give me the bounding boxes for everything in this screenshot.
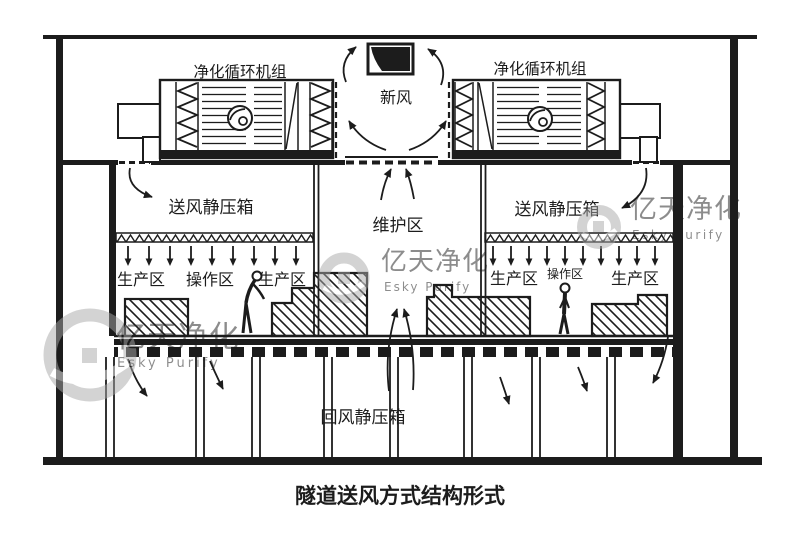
left-duct-step — [142, 136, 161, 163]
ground-line — [43, 457, 762, 465]
machine-4 — [590, 293, 669, 338]
room-wall-right — [673, 162, 683, 458]
right-ahu-unit: 净化循环机组 — [451, 60, 661, 163]
supply-arrow — [621, 167, 648, 209]
zone-production-left-1: 生产区 — [117, 270, 165, 289]
left-ahu-label: 净化循环机组 — [193, 63, 286, 81]
zone-production-right-2: 生产区 — [611, 269, 659, 288]
return-plenum-label: 回风静压箱 — [321, 408, 406, 428]
watermark-logo-icon — [577, 205, 621, 249]
watermark-left: 亿天净化 Esky Purify — [43, 308, 240, 402]
floor-columns — [105, 357, 616, 457]
roof-line — [43, 35, 757, 39]
right-duct-box — [619, 103, 661, 139]
fresh-air-intake — [366, 42, 415, 76]
fresh-air-label: 新风 — [380, 88, 412, 107]
filter-zigzag — [585, 82, 607, 148]
supply-plenum-left-label: 送风静压箱 — [169, 198, 254, 218]
worker-figure-standing — [558, 282, 571, 335]
maintenance-area-label: 维护区 — [373, 216, 424, 236]
watermark-cn-text: 亿天净化 — [116, 320, 240, 355]
watermark-center: 亿天净化 Esky Purify — [318, 247, 489, 304]
raised-floor — [114, 334, 673, 357]
fan-icon — [227, 105, 253, 131]
fan-icon — [527, 106, 553, 132]
machine-1 — [123, 297, 190, 338]
perforated-floor-grille — [114, 347, 673, 357]
zone-production-right-1: 生产区 — [490, 269, 538, 288]
zone-operation-left: 操作区 — [186, 270, 234, 289]
watermark-right: 亿天净化 Esky Purify — [577, 194, 742, 249]
supply-plenum-right-label: 送风静压箱 — [515, 200, 600, 220]
filter-zigzag — [175, 82, 200, 148]
right-ahu-label: 净化循环机组 — [493, 60, 586, 78]
diagram-title: 隧道送风方式结构形式 — [295, 484, 505, 508]
watermark-logo-icon — [318, 252, 370, 304]
filter-zigzag — [308, 82, 333, 148]
zone-labels: 生产区 操作区 生产区 生产区 操作区 生产区 — [117, 266, 659, 289]
left-ahu-unit: 净化循环机组 — [117, 63, 335, 163]
fresh-air-arrows — [342, 46, 447, 151]
watermark-en-text: Esky Purify — [117, 356, 221, 371]
filter-zigzag — [453, 82, 475, 148]
room-wall-left — [109, 162, 116, 336]
left-duct-box — [117, 103, 161, 139]
watermark-en-text: Esky Purify — [384, 280, 471, 294]
supply-plenum-left: 送风静压箱 — [115, 167, 314, 243]
worker-figure-bent — [241, 270, 266, 334]
watermark-cn-text: 亿天净化 — [630, 194, 742, 225]
right-duct-step — [639, 136, 658, 163]
zone-production-left-2: 生产区 — [258, 270, 306, 289]
watermark-en-text: Esky Purify — [632, 228, 725, 242]
zone-operation-right: 操作区 — [547, 266, 583, 281]
building-structure — [43, 35, 762, 465]
outer-wall-right — [730, 39, 738, 457]
watermark-logo-icon — [43, 308, 137, 402]
fresh-air-chamber: 新风 — [334, 42, 451, 158]
watermark-cn-text: 亿天净化 — [381, 247, 489, 277]
machine-3 — [425, 283, 532, 338]
supply-arrow — [128, 167, 153, 199]
outer-wall-left — [56, 37, 63, 457]
hepa-filter-strip — [115, 232, 314, 243]
